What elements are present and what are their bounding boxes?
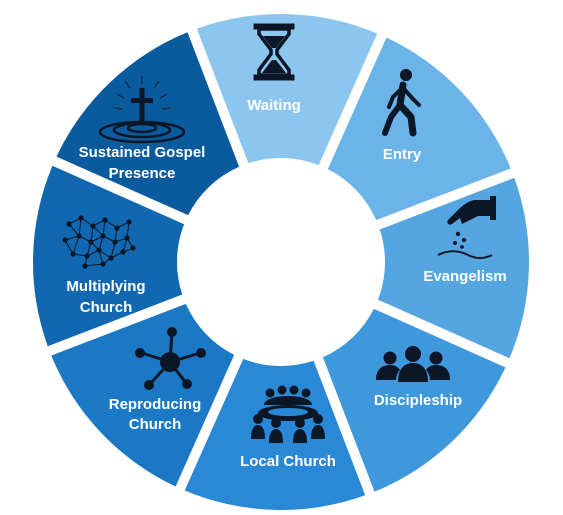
mesh-node [78, 215, 84, 221]
mesh-node [96, 247, 102, 253]
mesh-link [68, 223, 80, 237]
mesh-link [78, 217, 82, 237]
segment-label-entry: Entry [383, 146, 422, 163]
segment-reproducing-church [51, 303, 235, 487]
sowing-hand-icon [437, 196, 496, 259]
mesh-node [112, 239, 118, 245]
mesh-link [110, 241, 116, 259]
mesh-node [102, 217, 108, 223]
segment-label-waiting: Waiting [247, 97, 301, 114]
mesh-node [88, 239, 94, 245]
segment-label-local-church: Local Church [240, 453, 336, 470]
mesh-node [126, 219, 132, 225]
mesh-node [124, 235, 130, 241]
mesh-link [126, 221, 130, 239]
mesh-node [76, 233, 82, 239]
cross-ripple-icon [98, 76, 186, 144]
mesh-node [82, 263, 88, 269]
mesh-link [72, 235, 80, 255]
mesh-node [120, 249, 126, 255]
mesh-node [130, 245, 136, 251]
segment-label-discipleship: Discipleship [374, 392, 462, 409]
mesh-node [90, 223, 96, 229]
mesh-link [84, 263, 104, 267]
mesh-link [102, 219, 106, 237]
hourglass-icon [253, 23, 295, 81]
segment-discipleship [322, 308, 506, 492]
mesh-node [66, 221, 72, 227]
group-icon [376, 346, 450, 382]
segment-entry [327, 37, 511, 221]
mesh-node [62, 237, 68, 243]
mesh-node [108, 255, 114, 261]
network-mesh-icon [62, 215, 136, 269]
hub-network-icon [135, 327, 206, 390]
mesh-link [90, 225, 94, 243]
segment-waiting [196, 14, 378, 166]
mesh-node [70, 251, 76, 257]
segment-label-evangelism: Evangelism [423, 268, 506, 285]
mesh-link [64, 239, 74, 255]
mesh-node [100, 261, 106, 267]
mesh-node [100, 233, 106, 239]
mesh-node [114, 225, 120, 231]
mesh-node [84, 253, 90, 259]
meeting-table-icon [251, 385, 325, 443]
walking-person-icon [382, 69, 421, 137]
segment-evangelism [377, 177, 529, 359]
